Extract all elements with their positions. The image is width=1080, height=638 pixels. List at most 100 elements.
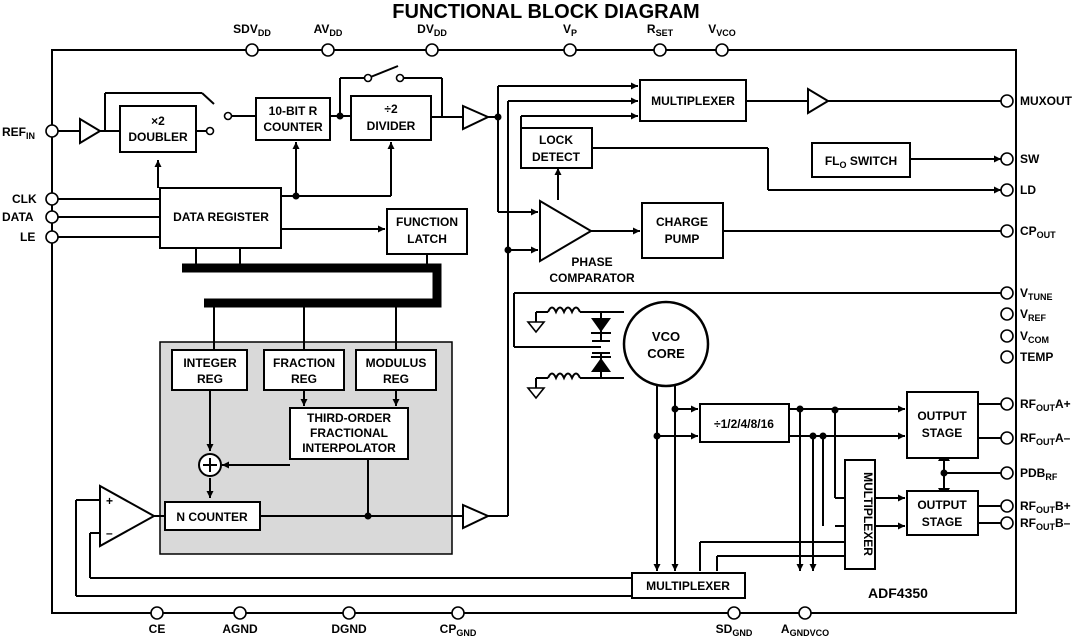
pin-dgnd: DGND <box>331 606 367 636</box>
pin-cpgnd: CPGND <box>440 606 477 638</box>
switch-contact-icon <box>205 126 215 136</box>
fraction-reg-block: FRACTION REG <box>263 349 345 391</box>
pin-ld: LD <box>1000 183 1036 197</box>
svg-text:SDGND: SDGND <box>716 622 753 638</box>
charge-pump-block: CHARGE PUMP <box>641 202 724 259</box>
lock-detect-block: LOCK DETECT <box>520 127 593 169</box>
svg-text:REG: REG <box>197 372 223 386</box>
pin-vtune: VTUNE <box>1000 286 1053 302</box>
svg-text:VCOM: VCOM <box>1020 329 1049 345</box>
svg-text:RFOUTA+: RFOUTA+ <box>1020 397 1071 413</box>
ground-icon <box>526 387 546 400</box>
svg-text:MODULUS: MODULUS <box>366 356 427 370</box>
multiplexer-vertical-block: MULTIPLEXER <box>844 459 876 570</box>
pin-dvdd: DVDD <box>417 22 447 57</box>
divider-block: ÷2 DIVIDER <box>350 95 432 141</box>
svg-text:AGNDVCO: AGNDVCO <box>781 622 829 638</box>
ref-buffer-icon <box>462 104 491 131</box>
svg-text:RFOUTA–: RFOUTA– <box>1020 431 1071 447</box>
svg-text:÷2: ÷2 <box>384 102 398 116</box>
svg-text:DGND: DGND <box>331 622 367 636</box>
pin-rfoutb-minus: RFOUTB– <box>1000 516 1071 532</box>
svg-text:REG: REG <box>383 372 409 386</box>
svg-text:RFOUTB–: RFOUTB– <box>1020 516 1071 532</box>
inductor-icon <box>547 306 581 315</box>
pin-sdgnd: SDGND <box>716 606 753 638</box>
interpolator-block: THIRD-ORDER FRACTIONAL INTERPOLATOR <box>289 407 409 460</box>
pin-ce: CE <box>149 606 165 636</box>
pin-rfouta-minus: RFOUTA– <box>1000 431 1071 447</box>
svg-text:COMPARATOR: COMPARATOR <box>549 271 635 285</box>
svg-text:CORE: CORE <box>647 346 685 361</box>
svg-text:SDVDD: SDVDD <box>233 22 271 38</box>
svg-text:COUNTER: COUNTER <box>263 120 323 134</box>
pin-muxout: MUXOUT <box>1000 94 1073 108</box>
r-counter-block: 10-BIT R COUNTER <box>255 97 331 141</box>
function-latch-block: FUNCTION LATCH <box>386 208 468 255</box>
pin-vvco: VVCO <box>708 22 736 57</box>
ground-icon <box>526 321 546 334</box>
feedback-wires <box>75 499 632 597</box>
muxout-buffer-icon <box>807 87 830 115</box>
doubler-block: ×2 DOUBLER <box>119 105 197 153</box>
svg-text:VTUNE: VTUNE <box>1020 286 1053 302</box>
output-stage-b-block: OUTPUT STAGE <box>906 490 979 536</box>
vco-output-wires <box>653 386 1001 571</box>
svg-text:TEMP: TEMP <box>1020 350 1053 364</box>
svg-text:RFOUTB+: RFOUTB+ <box>1020 499 1071 515</box>
varactor-diode-icon <box>591 358 611 372</box>
svg-text:+: + <box>106 494 113 508</box>
svg-text:×2: ×2 <box>151 114 165 128</box>
svg-text:SW: SW <box>1020 152 1040 166</box>
pin-vcom: VCOM <box>1000 329 1049 345</box>
svg-text:REFIN: REFIN <box>2 125 35 141</box>
svg-text:VP: VP <box>563 22 577 38</box>
feedback-comparator-icon: + – <box>99 484 157 548</box>
svg-text:DATA REGISTER: DATA REGISTER <box>173 210 269 224</box>
n-buffer-icon <box>462 503 491 530</box>
register-bus <box>182 263 442 308</box>
integer-reg-block: INTEGER REG <box>171 349 248 391</box>
svg-text:THIRD-ORDER: THIRD-ORDER <box>307 411 391 425</box>
pin-data: DATA <box>2 210 59 224</box>
svg-text:DOUBLER: DOUBLER <box>128 130 188 144</box>
summing-junction-icon <box>198 453 222 477</box>
svg-text:FUNCTION: FUNCTION <box>396 215 458 229</box>
svg-text:OUTPUT: OUTPUT <box>917 498 967 512</box>
svg-text:10-BIT R: 10-BIT R <box>269 104 318 118</box>
switch-contact-icon <box>223 111 233 121</box>
pin-rfoutb-plus: RFOUTB+ <box>1000 499 1071 515</box>
svg-text:INTEGER: INTEGER <box>183 356 237 370</box>
svg-text:FRACTION: FRACTION <box>273 356 335 370</box>
svg-text:MULTIPLEXER: MULTIPLEXER <box>646 579 730 593</box>
svg-text:CPGND: CPGND <box>440 622 477 638</box>
svg-text:LATCH: LATCH <box>407 232 447 246</box>
svg-text:STAGE: STAGE <box>922 515 962 529</box>
pin-temp: TEMP <box>1000 350 1053 364</box>
svg-text:CHARGE: CHARGE <box>656 215 708 229</box>
svg-text:STAGE: STAGE <box>922 426 962 440</box>
pin-rfouta-plus: RFOUTA+ <box>1000 397 1071 413</box>
svg-text:PHASE: PHASE <box>571 255 612 269</box>
svg-text:DIVIDER: DIVIDER <box>367 119 416 133</box>
vco-tuning-wires <box>513 292 1001 388</box>
pin-pdbrf: PDBRF <box>1000 466 1058 482</box>
svg-text:CPOUT: CPOUT <box>1020 224 1056 240</box>
data-register-block: DATA REGISTER <box>159 187 282 249</box>
pfd-wires <box>488 82 1001 517</box>
pin-sdvdd: SDVDD <box>233 22 271 57</box>
part-number: ADF4350 <box>868 585 928 601</box>
svg-text:–: – <box>106 526 113 540</box>
output-stage-a-block: OUTPUT STAGE <box>906 391 979 459</box>
svg-text:FLO SWITCH: FLO SWITCH <box>825 154 897 170</box>
pin-refin: REFIN <box>2 124 59 141</box>
varactor-diode-icon <box>591 318 611 332</box>
svg-text:LD: LD <box>1020 183 1036 197</box>
svg-text:INTERPOLATOR: INTERPOLATOR <box>302 441 396 455</box>
svg-text:FRACTIONAL: FRACTIONAL <box>310 426 388 440</box>
switch-contact-icon <box>395 73 405 83</box>
multiplexer-top-block: MULTIPLEXER <box>639 79 747 122</box>
inductor-icon <box>547 372 581 381</box>
svg-text:PUMP: PUMP <box>665 232 700 246</box>
